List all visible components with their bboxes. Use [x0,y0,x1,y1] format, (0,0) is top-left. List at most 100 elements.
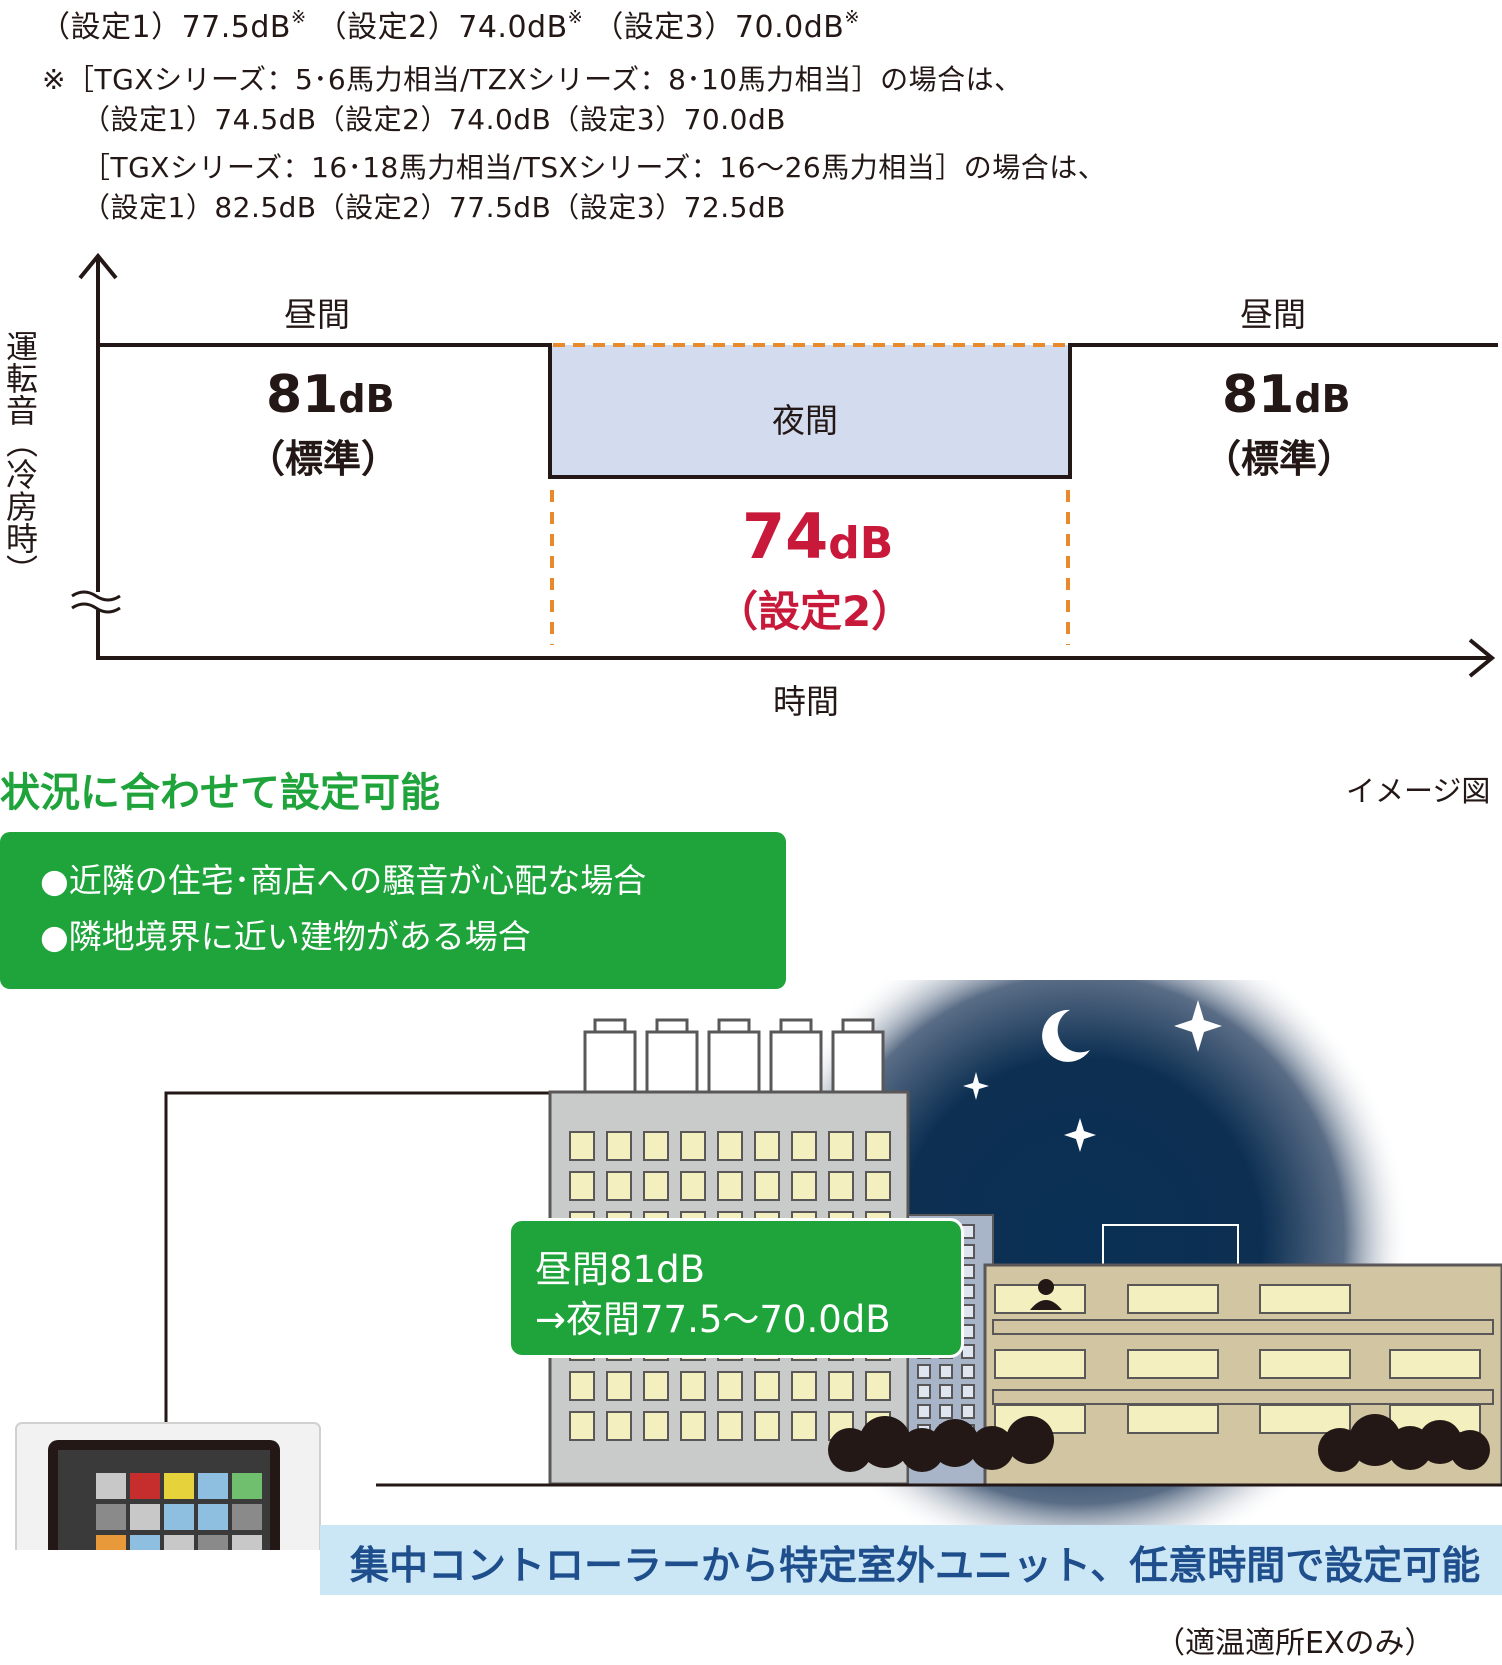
side-window [961,1404,975,1419]
office-window [754,1411,780,1441]
apartment-windows [992,1284,1494,1434]
note-setting-1: （設定1）77.5dB [40,10,292,45]
apartment-window [1259,1284,1351,1314]
y-axis-arrow [78,252,118,280]
office-window [680,1371,706,1401]
office-window [606,1411,632,1441]
office-window [717,1371,743,1401]
note-mark: ※ [844,7,860,28]
day-value-sub-left: （標準） [247,437,400,481]
day-value-right: 81dB [1222,365,1351,425]
side-window [917,1384,931,1399]
bubble-day-value: 昼間81dB [535,1248,705,1291]
controller-device [15,1422,321,1550]
y-axis-label: 運転音（冷房時） [1,330,39,586]
day-value-sub-right: （標準） [1203,437,1356,481]
day-value-number: 81 [1222,365,1295,425]
apartment-window [1259,1404,1351,1434]
night-area [550,345,1070,477]
outdoor-units [583,1018,885,1094]
side-window [939,1384,953,1399]
side-window [917,1404,931,1419]
day-value-unit: dB [338,377,395,421]
star-icon [963,1072,989,1100]
apartment-window [1127,1404,1219,1434]
office-window [569,1411,595,1441]
day-label-right: 昼間 [1240,295,1306,334]
condition-item-2: ●隣地境界に近い建物がある場合 [40,917,531,956]
person-icon [1030,1279,1062,1310]
side-window [917,1364,931,1379]
side-window [939,1364,953,1379]
note-setting-2: （設定2）74.0dB [316,10,568,45]
note-line-3: （設定1）74.5dB（設定2）74.0dB（設定3）70.0dB [82,103,786,136]
office-window [643,1171,669,1201]
office-window [606,1371,632,1401]
condition-item-1: ●近隣の住宅･商店への騒音が心配な場合 [40,861,647,900]
balcony-rail [992,1319,1494,1335]
note-line-5: （設定1）82.5dB（設定2）77.5dB（設定3）72.5dB [82,191,786,224]
office-window [643,1411,669,1441]
office-window [828,1171,854,1201]
office-window [754,1131,780,1161]
office-window [717,1411,743,1441]
office-window [569,1171,595,1201]
office-window [865,1371,891,1401]
note-line-2: ※［TGXシリーズ：5･6馬力相当/TZXシリーズ：8･10馬力相当］の場合は、 [42,63,1023,96]
apartment-window [1127,1349,1219,1379]
x-axis-label: 時間 [773,682,839,721]
balcony-rail [992,1389,1494,1405]
note-mark: ※ [291,7,307,28]
apartment-window [994,1349,1086,1379]
night-value: 74dB [742,500,893,573]
night-label: 夜間 [772,401,838,440]
office-window [865,1131,891,1161]
banner-text: 集中コントローラーから特定室外ユニット、任意時間で設定可能 [350,1544,1481,1589]
day-value-number: 81 [266,365,339,425]
side-window [961,1344,975,1359]
office-window [754,1371,780,1401]
office-window [680,1411,706,1441]
note-setting-3: （設定3）70.0dB [593,10,845,45]
side-window [961,1364,975,1379]
office-window [680,1171,706,1201]
apartment-window [1389,1349,1481,1379]
axis-break-gap [70,592,126,610]
office-window [791,1411,817,1441]
noise-time-diagram [70,252,1498,678]
section-title: 状況に合わせて設定可能 [0,770,440,816]
x-axis-arrow [1468,638,1496,678]
star-icon [1174,1000,1222,1052]
apartment-window [1127,1284,1219,1314]
condition-box: ●近隣の住宅･商店への騒音が心配な場合 ●隣地境界に近い建物がある場合 [0,832,786,989]
footnote: （適温適所EXのみ） [1155,1626,1435,1661]
moon-icon [1042,1009,1090,1062]
controller-banner: 集中コントローラーから特定室外ユニット、任意時間で設定可能 [320,1525,1502,1595]
office-window [754,1171,780,1201]
axis-break-icon [71,590,121,614]
office-window [717,1131,743,1161]
side-window [939,1404,953,1419]
office-window [865,1171,891,1201]
night-value-sub: （設定2） [716,587,914,636]
office-window [643,1371,669,1401]
trees [828,1414,1490,1472]
night-value-number: 74 [742,500,829,573]
image-note: イメージ図 [1346,774,1491,808]
bubble-night-value: →夜間77.5～70.0dB [535,1298,891,1341]
star-icon [1064,1118,1096,1152]
apartment-window [1259,1349,1351,1379]
office-window [569,1131,595,1161]
setting-bubble: 昼間81dB →夜間77.5～70.0dB [508,1218,964,1358]
office-window [606,1131,632,1161]
office-window [680,1131,706,1161]
side-window [961,1384,975,1399]
office-window [606,1171,632,1201]
note-line-4: ［TGXシリーズ：16･18馬力相当/TSXシリーズ：16～26馬力相当］の場合… [82,151,1107,184]
office-window [791,1371,817,1401]
day-label-left: 昼間 [284,295,350,334]
office-window [828,1371,854,1401]
office-window [643,1131,669,1161]
office-window [828,1131,854,1161]
day-value-unit: dB [1294,377,1351,421]
